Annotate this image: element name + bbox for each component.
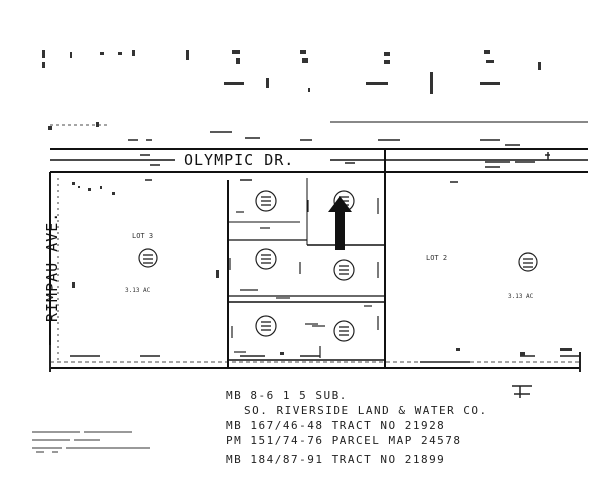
reference-5: MB 184/87-91 TRACT NO 21899 [226, 453, 445, 466]
frontage-west: 3.13 AC [125, 287, 151, 294]
olympic-dr-label: OLYMPIC DR. [184, 151, 294, 169]
south-boundary [50, 361, 580, 369]
parcel-number-circles [138, 190, 538, 342]
olympic-dr-ticks [128, 131, 550, 183]
scatter-marks [48, 122, 572, 356]
parcel-number-marks [143, 196, 533, 336]
reference-2: SO. RIVERSIDE LAND & WATER CO. [244, 404, 488, 417]
north-arrow-icon [328, 196, 352, 250]
olympic-dr-street [50, 121, 588, 173]
reference-4: PM 151/74-76 PARCEL MAP 24578 [226, 434, 462, 447]
header-marks [42, 50, 541, 94]
scale-mark [512, 385, 532, 398]
lot-label-east: LOT 2 [426, 254, 447, 262]
parcel-block-ticks [229, 198, 379, 358]
rimpau-ave-street [49, 172, 59, 372]
parcel-block [227, 150, 386, 368]
reference-3: MB 167/46-48 TRACT NO 21928 [226, 419, 445, 432]
reference-1: MB 8-6 1 5 SUB. [226, 389, 348, 402]
map-legend [32, 431, 150, 453]
lot-label-west: LOT 3 [132, 232, 153, 240]
rimpau-ave-label: RIMPAU AVE. [43, 212, 61, 322]
map-references: MB 8-6 1 5 SUB. SO. RIVERSIDE LAND & WAT… [226, 389, 488, 466]
frontage-east: 3.13 AC [508, 293, 534, 300]
